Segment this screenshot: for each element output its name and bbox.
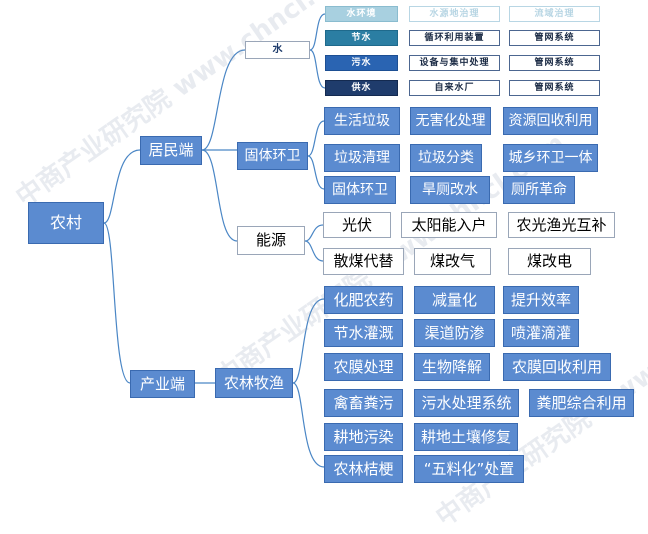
agri-item: 喷灌滴灌 <box>503 319 579 347</box>
agri-item: 农膜回收利用 <box>503 353 611 381</box>
category-solid-waste: 固体环卫 <box>237 142 308 170</box>
water-item: 管网系统 <box>509 30 600 46</box>
connector-lines <box>103 13 326 468</box>
agri-item: 粪肥综合利用 <box>529 389 634 417</box>
water-item: 水源地治理 <box>409 6 500 22</box>
agri-item: 污水处理系统 <box>414 389 519 417</box>
solid-waste-item: 垃圾清理 <box>324 144 400 172</box>
solid-waste-item: 资源回收利用 <box>503 107 598 135</box>
water-item: 水环境 <box>325 6 398 22</box>
agri-item: 提升效率 <box>503 286 579 314</box>
root-node: 农村 <box>28 202 104 244</box>
energy-item: 光伏 <box>323 212 391 238</box>
water-item: 自来水厂 <box>409 80 500 96</box>
branch-industry: 产业端 <box>130 370 195 398</box>
category-water: 水 <box>245 41 310 59</box>
solid-waste-item: 城乡环卫一体 <box>503 144 598 172</box>
agri-item: 化肥农药 <box>324 286 403 314</box>
solid-waste-item: 厕所革命 <box>503 176 575 204</box>
water-item: 管网系统 <box>509 80 600 96</box>
agri-item: 农膜处理 <box>324 353 403 381</box>
category-energy: 能源 <box>237 226 305 255</box>
agri-item: 耕地污染 <box>324 423 403 451</box>
solid-waste-item: 垃圾分类 <box>410 144 482 172</box>
solid-waste-item: 固体环卫 <box>324 176 396 204</box>
energy-item: 农光渔光互补 <box>508 212 615 238</box>
solid-waste-item: 生活垃圾 <box>324 107 400 135</box>
water-item: 供水 <box>325 80 398 96</box>
water-item: 流域治理 <box>509 6 600 22</box>
water-item: 循环利用装置 <box>409 30 500 46</box>
agri-item: “五料化”处置 <box>414 455 524 483</box>
agri-item: 渠道防渗 <box>414 319 495 347</box>
agri-item: 耕地土壤修复 <box>414 423 518 451</box>
water-item: 设备与集中处理 <box>409 55 500 71</box>
agri-item: 生物降解 <box>414 353 490 381</box>
solid-waste-item: 无害化处理 <box>410 107 491 135</box>
energy-item: 煤改气 <box>414 248 491 275</box>
energy-item: 散煤代替 <box>323 248 404 275</box>
energy-item: 煤改电 <box>508 248 591 275</box>
water-item: 节水 <box>325 30 398 46</box>
water-item: 污水 <box>325 55 398 71</box>
agri-item: 节水灌溉 <box>324 319 403 347</box>
solid-waste-item: 旱厕改水 <box>410 176 490 204</box>
category-agri: 农林牧渔 <box>215 368 293 398</box>
agri-item: 禽畜粪污 <box>324 389 403 417</box>
agri-item: 减量化 <box>414 286 495 314</box>
energy-item: 太阳能入户 <box>401 212 497 238</box>
agri-item: 农林桔梗 <box>324 455 403 483</box>
branch-residential: 居民端 <box>140 136 202 165</box>
water-item: 管网系统 <box>509 55 600 71</box>
